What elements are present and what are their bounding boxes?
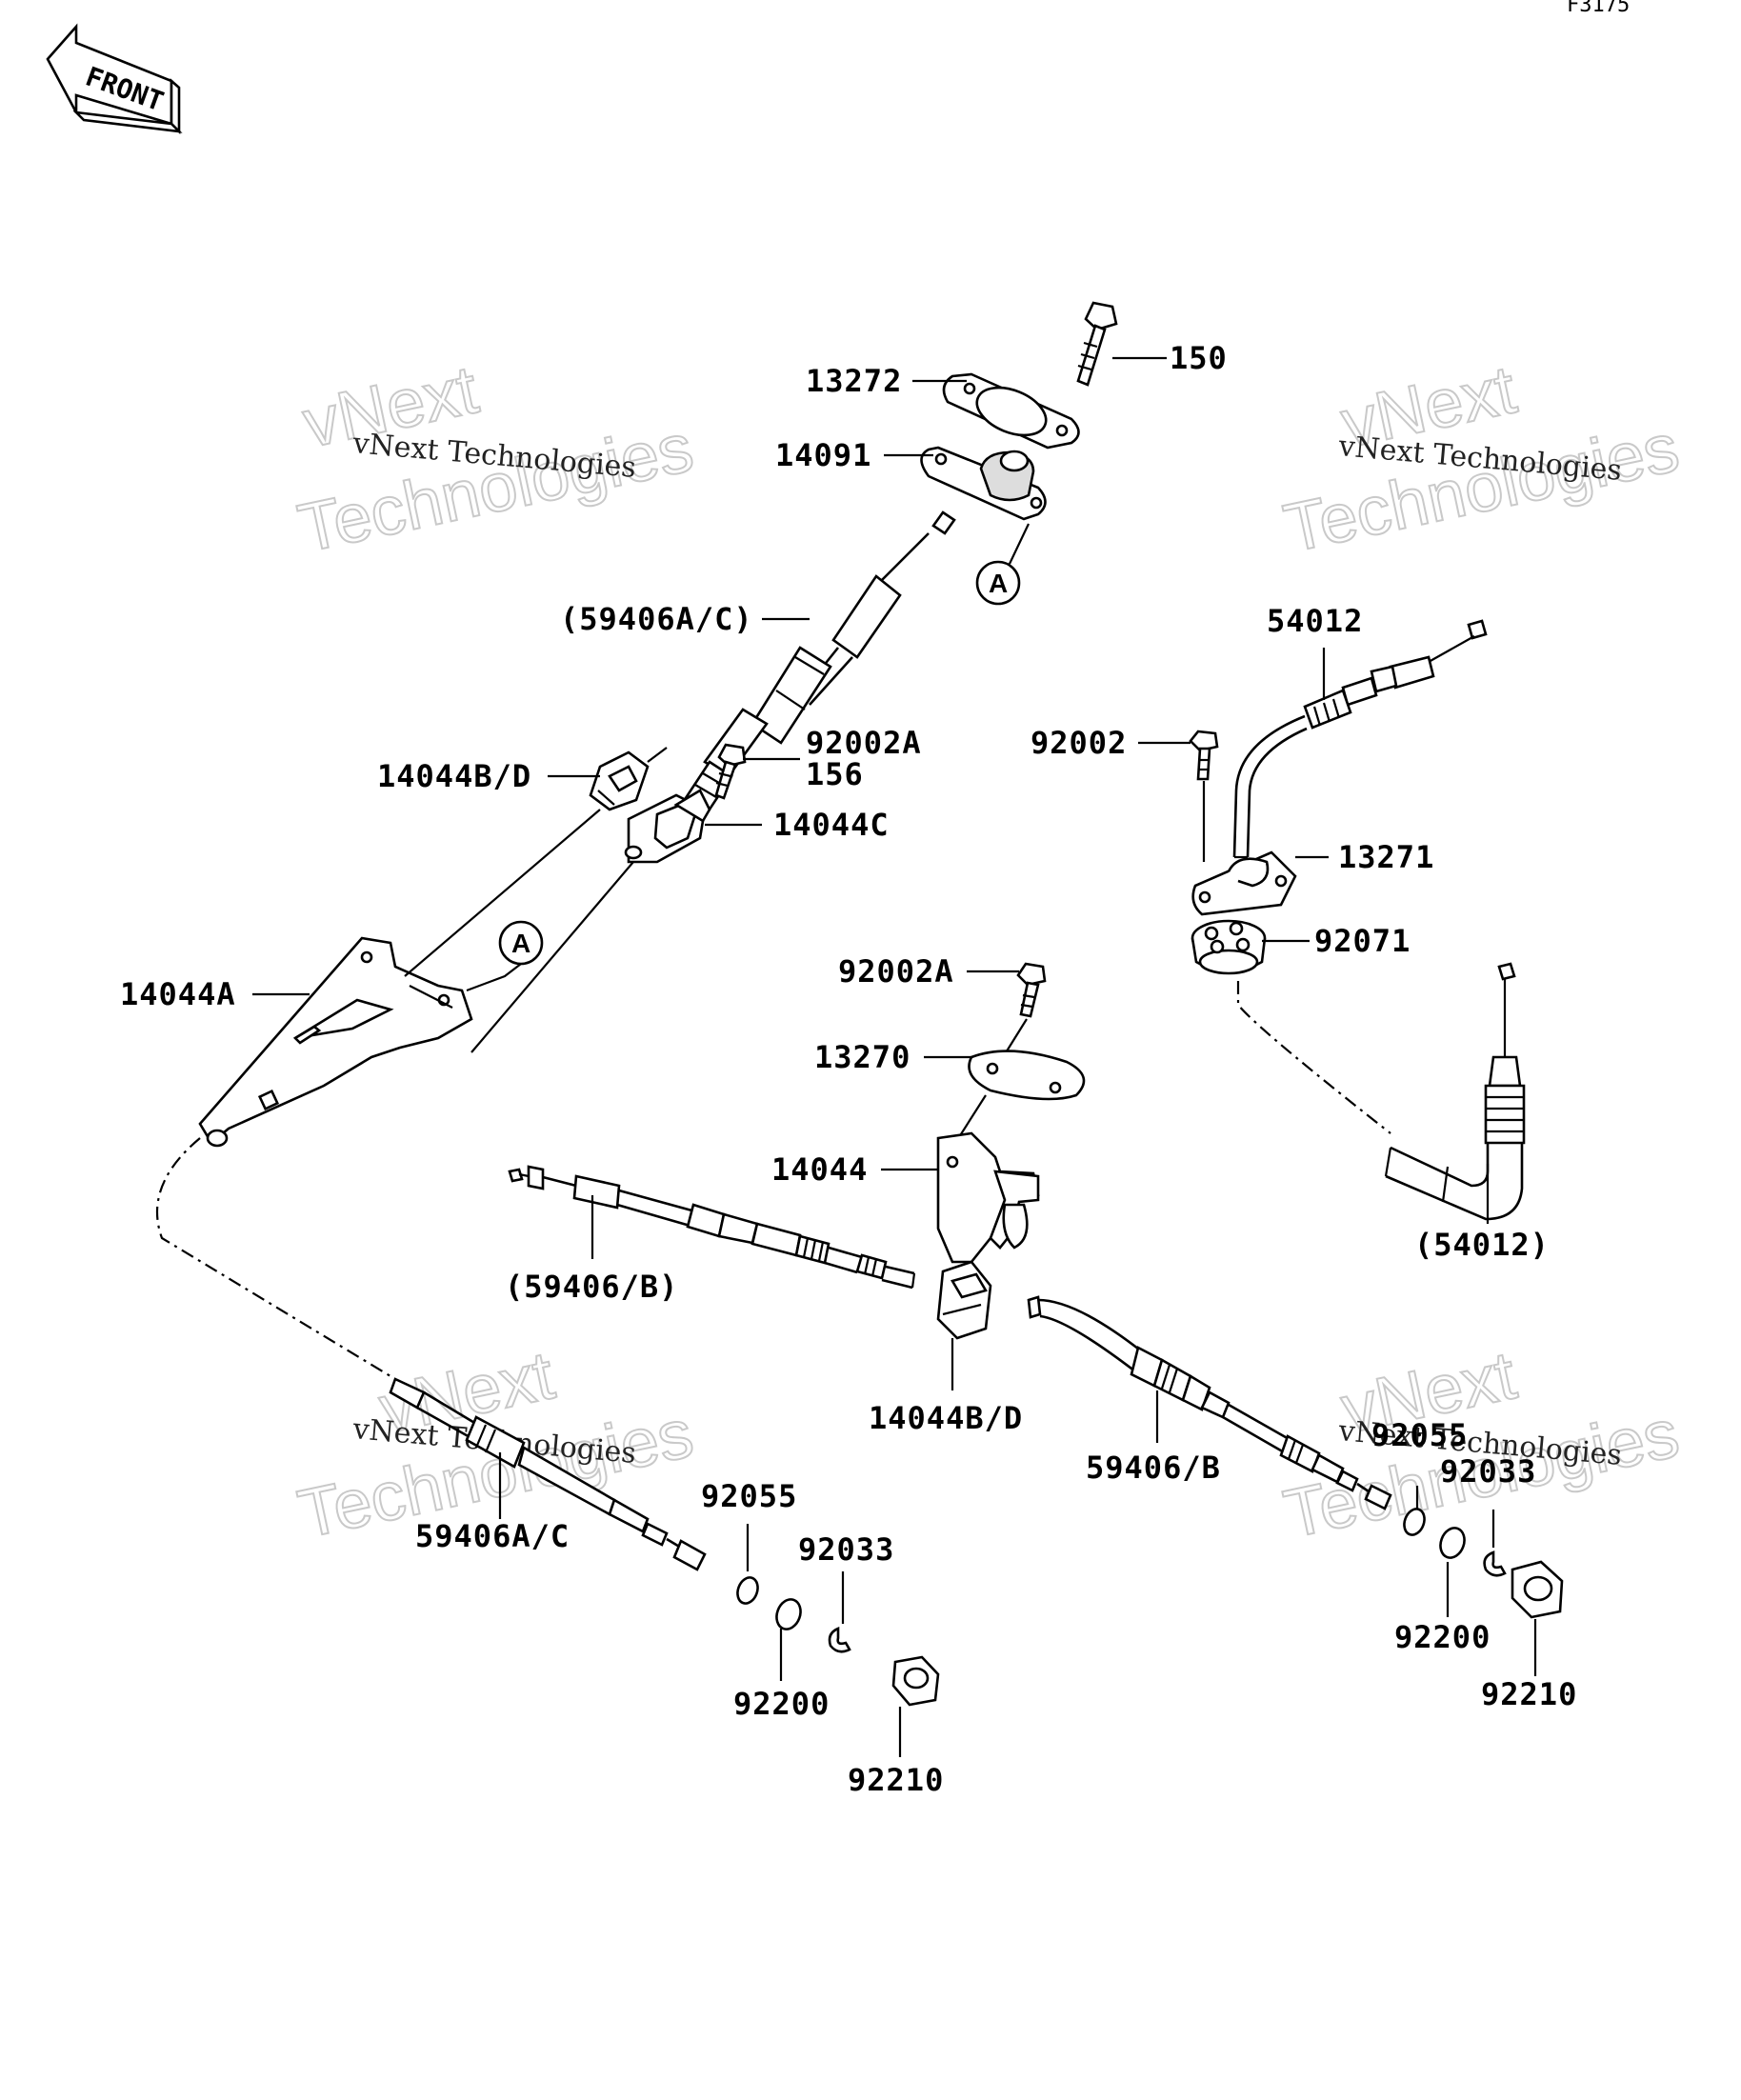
washer-92200-left [775,1598,802,1630]
label-150: 150 [1170,340,1228,376]
svg-text:A: A [989,569,1008,598]
grommet-92071 [1191,919,1267,975]
clip-92033-left [828,1627,851,1653]
bracket-14044a [198,747,668,1148]
bolt-92002a-center-icon [1016,962,1047,1018]
plate-13270 [968,1050,1086,1101]
bolt-92002-icon [1189,730,1219,781]
cable-59406b-right [1027,1295,1392,1510]
clamp-14044bd-top [589,750,650,811]
label-14044a: 14044A [120,976,236,1012]
leader-lines [252,356,1537,1757]
o-ring-92055-left [736,1576,759,1605]
cable-54012-upper [1232,619,1488,859]
dash-bracket-to-cable [155,1137,391,1377]
callout-a-left: A [498,920,544,966]
label-92071: 92071 [1314,923,1411,959]
cable-54012-lower [1384,962,1526,1221]
label-13271: 13271 [1338,839,1434,875]
label-92210-right: 92210 [1481,1676,1577,1712]
nut-92210-left-icon [891,1655,940,1707]
label-92210-left: 92210 [848,1762,944,1798]
watermark-bottom-right: vNext Technologies vNext Technologies [1277,1336,1687,1554]
throttle-cable-59406ac-lower [389,1377,707,1571]
nut-92210-right-icon [1511,1560,1564,1619]
label-59406ac-bottom: 59406A/C [415,1518,570,1554]
label-92002a-top: 92002A [806,725,922,761]
figure-code: F3175 [1567,0,1630,17]
label-59406b: 59406/B [1086,1450,1221,1486]
label-92055-left: 92055 [701,1478,797,1514]
label-92200-right: 92200 [1394,1619,1491,1655]
label-54012: 54012 [1267,603,1363,639]
svg-text:A: A [511,929,530,958]
holder-14044c [624,789,711,864]
watermark-top-right: vNext Technologies vNext Technologies [1277,350,1687,569]
callout-a-top: A [975,523,1030,606]
front-arrow-icon: FRONT [46,23,183,135]
label-14044: 14044 [771,1151,868,1188]
clamp-14044bd-bottom [936,1260,992,1340]
dash-grommet-to-cable [1236,981,1391,1134]
bolt-150-icon [1076,301,1118,387]
label-14044bd-bottom: 14044B/D [869,1400,1023,1436]
label-92033-left: 92033 [798,1531,894,1568]
label-13270: 13270 [814,1039,911,1075]
label-13272: 13272 [806,363,902,399]
label-92033-right: 92033 [1440,1453,1536,1490]
o-ring-92055-right [1403,1508,1426,1536]
label-92002: 92002 [1031,725,1127,761]
plate-13271 [1191,850,1297,916]
gasket-13272 [942,372,1080,450]
cable-59406b [508,1165,916,1290]
label-59406ac-top: (59406A/C) [560,601,753,637]
bolt-92002a-156-icon [714,743,747,800]
label-14044bd-top: 14044B/D [377,758,531,794]
label-14091: 14091 [775,437,871,473]
label-92055-right: 92055 [1371,1417,1468,1453]
label-59406b-paren: (59406/B) [505,1269,678,1305]
cable-holder-14091 [920,446,1047,521]
label-156: 156 [806,756,864,792]
holder-14044 [936,1131,1040,1264]
clip-92033-right [1483,1550,1507,1577]
label-92002a-mid: 92002A [838,953,954,990]
label-54012-paren: (54012) [1414,1227,1550,1263]
watermark-top-left: vNext Technologies vNext Technologies [291,350,701,569]
washer-92200-right [1439,1527,1466,1559]
label-14044c: 14044C [773,807,890,843]
label-92200-left: 92200 [733,1686,830,1722]
